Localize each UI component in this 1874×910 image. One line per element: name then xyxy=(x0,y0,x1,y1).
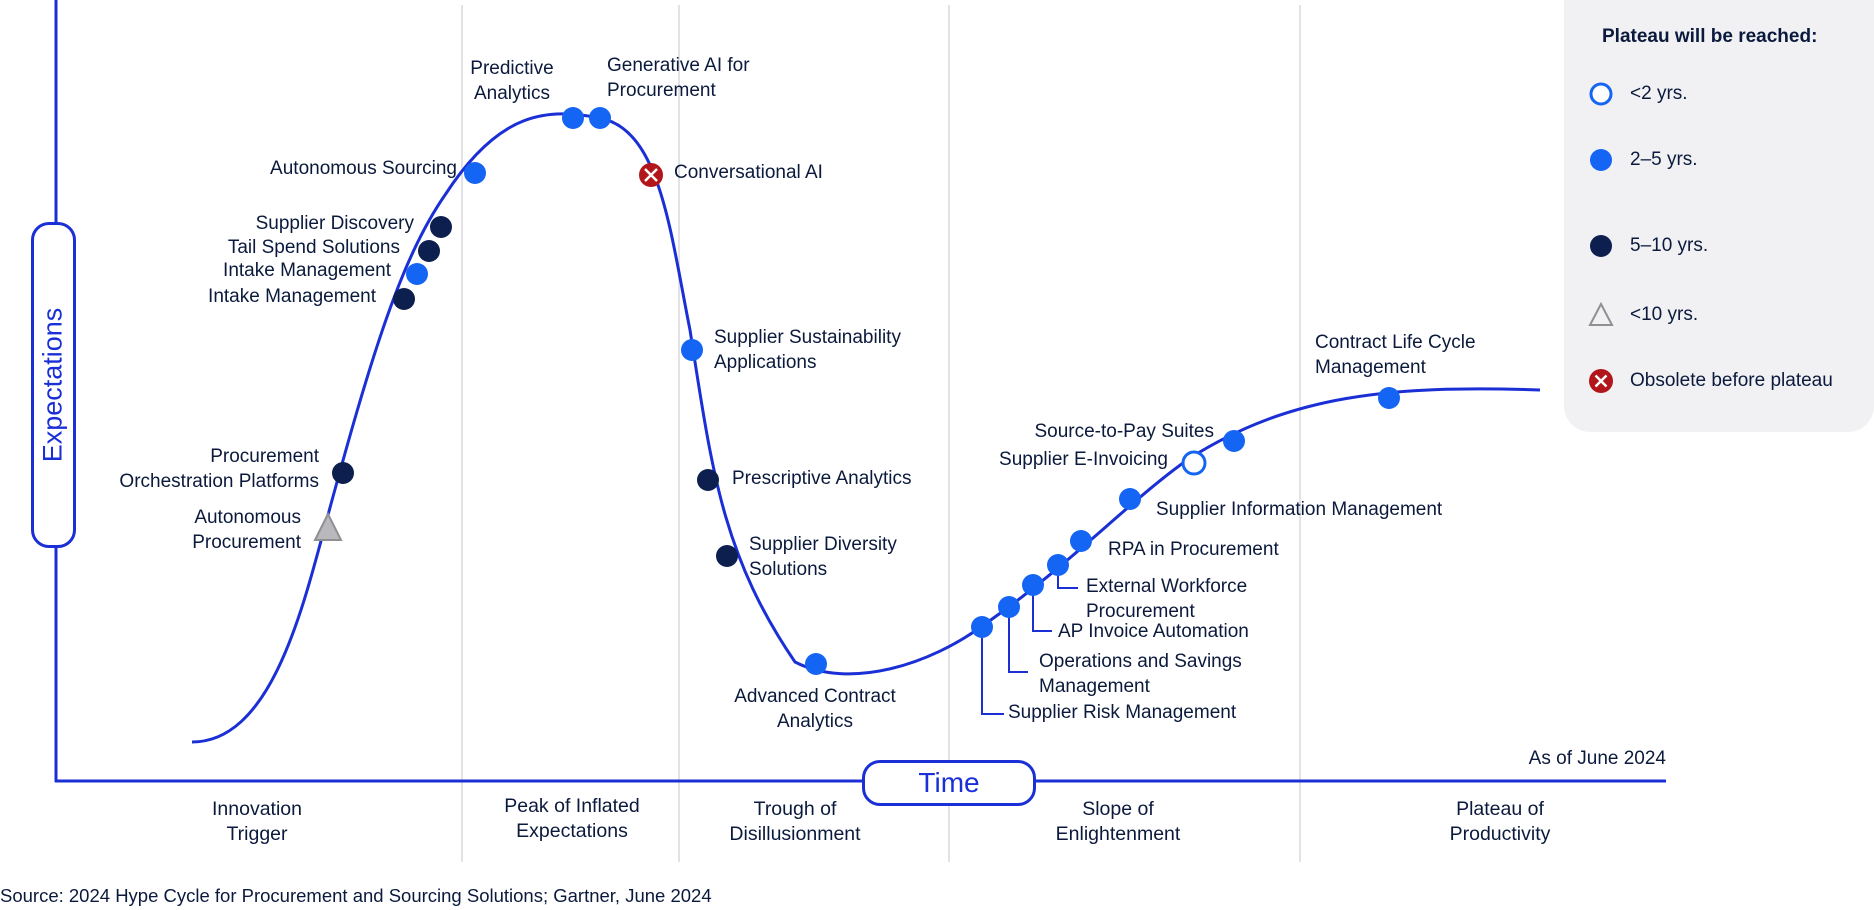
tech-label: Supplier E-Invoicing xyxy=(999,449,1168,470)
marker-supplier-sustainability xyxy=(681,339,703,361)
legend-item: <2 yrs. xyxy=(1584,79,1688,109)
tech-label: Prescriptive Analytics xyxy=(732,468,912,489)
tech-label: Autonomous Sourcing xyxy=(270,158,457,179)
legend-item: 5–10 yrs. xyxy=(1584,231,1708,261)
marker-prescriptive-analytics xyxy=(697,469,719,491)
phase-innovation-trigger: Innovation Trigger xyxy=(212,798,302,845)
marker-intake-management-navy xyxy=(393,288,415,310)
leader-line xyxy=(981,628,1004,715)
marker-supplier-e-invoicing xyxy=(1181,450,1207,476)
tech-label: Intake Management xyxy=(223,260,391,281)
tech-label: Tail Spend Solutions xyxy=(227,237,400,258)
tech-label: External Workforce Procurement xyxy=(1086,576,1248,622)
marker-autonomous-procurement xyxy=(313,511,343,541)
tech-label: Supplier Sustainability Applications xyxy=(714,327,901,373)
tech-label: Autonomous Procurement xyxy=(192,507,301,553)
legend-item: 2–5 yrs. xyxy=(1584,145,1698,175)
tech-label: Generative AI for Procurement xyxy=(607,55,750,101)
tech-label: Supplier Information Management xyxy=(1156,499,1443,520)
tech-label: Contract Life Cycle Management xyxy=(1315,332,1476,378)
tech-label: Procurement Orchestration Platforms xyxy=(119,446,319,492)
blue-dot-icon xyxy=(1584,145,1618,175)
tech-label: Conversational AI xyxy=(674,162,823,183)
tech-label: Operations and Savings Management xyxy=(1039,651,1242,697)
tech-label: Advanced Contract Analytics xyxy=(734,686,896,732)
phase-trough-of-disillusionment: Trough of Disillusionment xyxy=(729,798,861,845)
tech-label: Source-to-Pay Suites xyxy=(1034,421,1214,442)
tech-label: Supplier Discovery xyxy=(255,213,414,234)
marker-intake-management-blue xyxy=(406,263,428,285)
marker-procurement-orchestration xyxy=(332,462,354,484)
tech-label: Supplier Risk Management xyxy=(1008,702,1237,723)
navy-dot-icon xyxy=(1584,231,1618,261)
marker-supplier-information-management xyxy=(1119,488,1141,510)
y-axis-label: Expectations xyxy=(37,307,68,463)
open-circle-icon xyxy=(1584,79,1618,109)
tech-label: Predictive Analytics xyxy=(470,58,554,104)
marker-tail-spend-solutions xyxy=(418,240,440,262)
tech-label: Intake Management xyxy=(208,286,376,307)
red-x-icon xyxy=(1584,366,1618,396)
marker-external-workforce xyxy=(1047,554,1069,576)
source-note: Source: 2024 Hype Cycle for Procurement … xyxy=(0,885,712,906)
marker-autonomous-sourcing xyxy=(464,162,486,184)
marker-supplier-discovery xyxy=(430,216,452,238)
marker-operations-savings xyxy=(998,596,1020,618)
marker-conversational-ai xyxy=(639,163,663,187)
legend-item: <10 yrs. xyxy=(1584,300,1698,330)
marker-supplier-risk-management xyxy=(971,616,993,638)
marker-rpa-in-procurement xyxy=(1070,530,1092,552)
marker-advanced-contract-analytics xyxy=(805,653,827,675)
hype-curve xyxy=(191,112,1541,744)
tech-label: RPA in Procurement xyxy=(1108,539,1279,560)
y-axis-label-box xyxy=(31,222,76,548)
tech-label: Supplier Diversity Solutions xyxy=(749,534,897,580)
phase-peak-of-inflated-expectations: Peak of Inflated Expectations xyxy=(504,795,640,842)
marker-ap-invoice-automation xyxy=(1022,574,1044,596)
legend: Plateau will be reached: <2 yrs. 2–5 yrs… xyxy=(1564,0,1874,432)
marker-generative-ai xyxy=(589,107,611,129)
tech-label: AP Invoice Automation xyxy=(1058,621,1249,642)
marker-source-to-pay-suites xyxy=(1223,430,1245,452)
gray-triangle-icon xyxy=(1584,300,1618,330)
marker-supplier-diversity xyxy=(716,545,738,567)
phase-plateau-of-productivity: Plateau of Productivity xyxy=(1449,798,1551,845)
x-axis-label: Time xyxy=(862,760,1036,806)
marker-predictive-analytics xyxy=(562,107,584,129)
marker-contract-life-cycle-management xyxy=(1378,387,1400,409)
leader-line xyxy=(1008,608,1028,673)
leader-line xyxy=(1032,586,1052,632)
legend-title: Plateau will be reached: xyxy=(1602,26,1818,47)
phase-slope-of-enlightenment: Slope of Enlightenment xyxy=(1055,798,1181,845)
as-of-date: As of June 2024 xyxy=(1528,748,1666,769)
legend-item: Obsolete before plateau xyxy=(1584,366,1833,396)
